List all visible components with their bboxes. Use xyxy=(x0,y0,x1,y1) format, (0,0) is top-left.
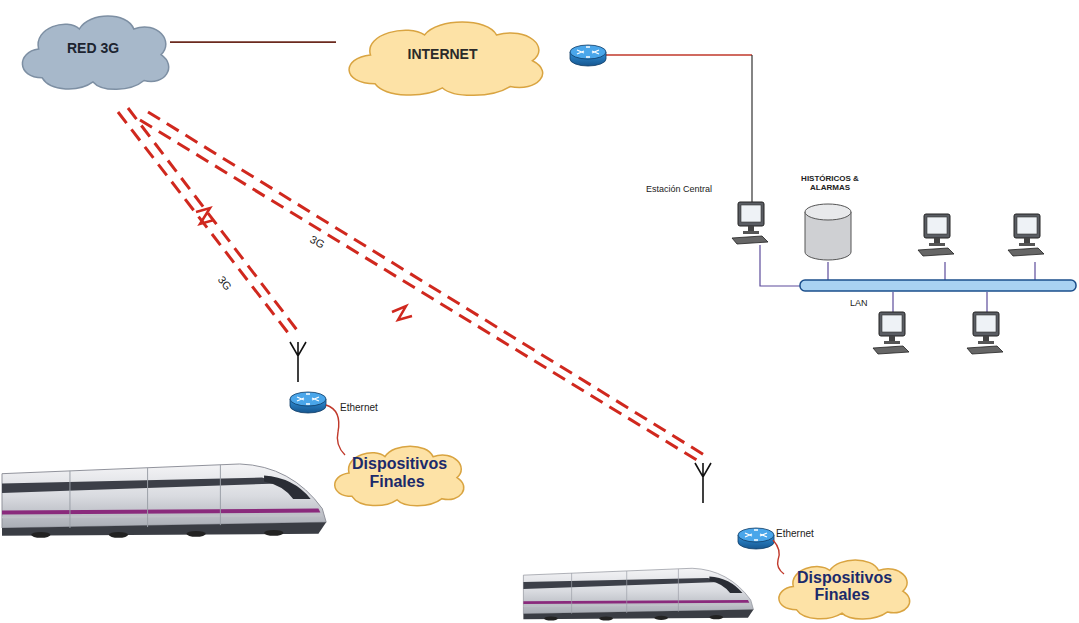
network-cloud: INTERNET xyxy=(330,12,555,98)
database-cylinder xyxy=(805,204,851,260)
cloud-outline xyxy=(335,446,464,506)
link-label: 3G xyxy=(306,232,328,252)
cloud-label: INTERNET xyxy=(408,47,478,62)
cable-label: Ethernet xyxy=(340,402,378,414)
cloud-label: Dispositivos Finales xyxy=(352,455,442,490)
router-icon xyxy=(290,392,326,413)
wan-link xyxy=(600,54,752,56)
antenna xyxy=(695,463,711,503)
lightning-mark xyxy=(196,208,412,320)
workstation-pc xyxy=(873,312,909,354)
ethernet-cable xyxy=(773,540,784,574)
component-label: LAN xyxy=(850,298,868,308)
workstation-pc xyxy=(1008,214,1044,256)
network-cloud: Dispositivos Finales xyxy=(766,552,918,621)
wan-link xyxy=(751,55,752,202)
network-cloud: RED 3G xyxy=(8,6,178,92)
train xyxy=(523,568,753,620)
antenna xyxy=(290,342,306,382)
radio-link-3g xyxy=(118,108,706,462)
component-label: Estación Central xyxy=(646,184,712,194)
cable-label: Ethernet xyxy=(776,528,814,540)
router-icon xyxy=(738,528,774,549)
cloud-outline xyxy=(22,16,168,89)
link-label: 3G xyxy=(214,272,235,295)
component-label: HISTÓRICOS & ALARMAS xyxy=(795,174,865,192)
cloud-outline xyxy=(349,22,543,95)
router-icon xyxy=(570,45,606,66)
workstation-pc xyxy=(967,312,1003,354)
lan-bus xyxy=(800,280,1076,291)
workstation-pc xyxy=(918,214,954,256)
network-link xyxy=(170,41,336,43)
cloud-outline xyxy=(779,560,910,619)
cloud-label: Dispositivos Finales xyxy=(797,569,887,604)
network-cloud: Dispositivos Finales xyxy=(322,438,472,508)
central-station-pc xyxy=(732,202,768,244)
train xyxy=(2,464,326,538)
cloud-label: RED 3G xyxy=(67,41,119,56)
lan-wires xyxy=(760,245,1035,312)
